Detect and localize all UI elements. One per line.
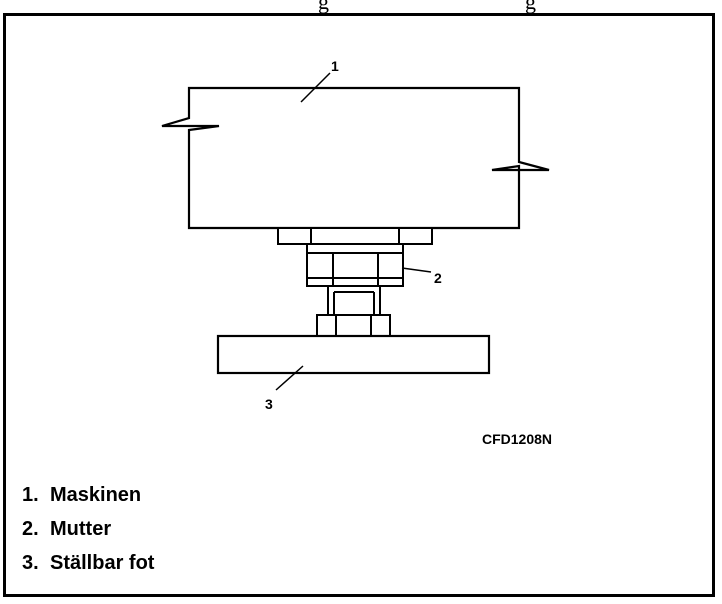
figure-code: CFD1208N [482, 431, 553, 447]
callout-3: 3 [265, 396, 273, 412]
threaded-stem [327, 285, 381, 316]
legend-item: 1. Maskinen [22, 481, 154, 515]
legend-label: Mutter [50, 518, 112, 540]
leader-line-2 [401, 267, 432, 273]
machine-body [161, 86, 550, 230]
legend-number: 2. [22, 518, 39, 540]
callout-1: 1 [331, 58, 339, 74]
legend-number: 1. [22, 484, 39, 506]
nut [306, 243, 404, 287]
legend-item: 3. Ställbar fot [22, 549, 154, 583]
legend-label: Ställbar fot [50, 552, 155, 574]
legend-number: 3. [22, 552, 39, 574]
callout-2: 2 [434, 270, 442, 286]
legend-item: 2. Mutter [22, 515, 154, 549]
heading-glyph-right: g [525, 0, 536, 14]
leader-line-3 [275, 365, 304, 391]
legend-label: Maskinen [50, 484, 142, 506]
page-heading-fragment: g g [0, 0, 722, 14]
lower-nut [316, 314, 391, 337]
foot-pad [216, 334, 491, 375]
heading-glyph-left: g [318, 0, 329, 14]
leader-line-1 [300, 72, 331, 103]
base-plate [277, 227, 433, 245]
legend-list: 1. Maskinen 2. Mutter 3. Ställbar fot [22, 481, 154, 583]
